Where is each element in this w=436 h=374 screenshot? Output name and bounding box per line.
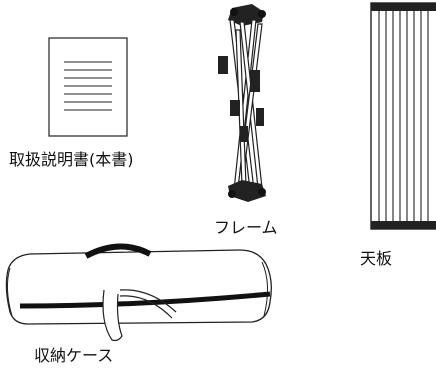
case-label: 収納ケース [34, 346, 114, 365]
carry-bag-icon [5, 243, 272, 342]
manual-label: 取扱説明書(本書) [9, 150, 134, 169]
tabletop-label: 天板 [360, 249, 393, 268]
roll-tabletop-icon [370, 2, 436, 230]
document-icon [48, 37, 128, 137]
frame-label: フレーム [214, 218, 278, 237]
folding-frame-icon [218, 4, 266, 202]
